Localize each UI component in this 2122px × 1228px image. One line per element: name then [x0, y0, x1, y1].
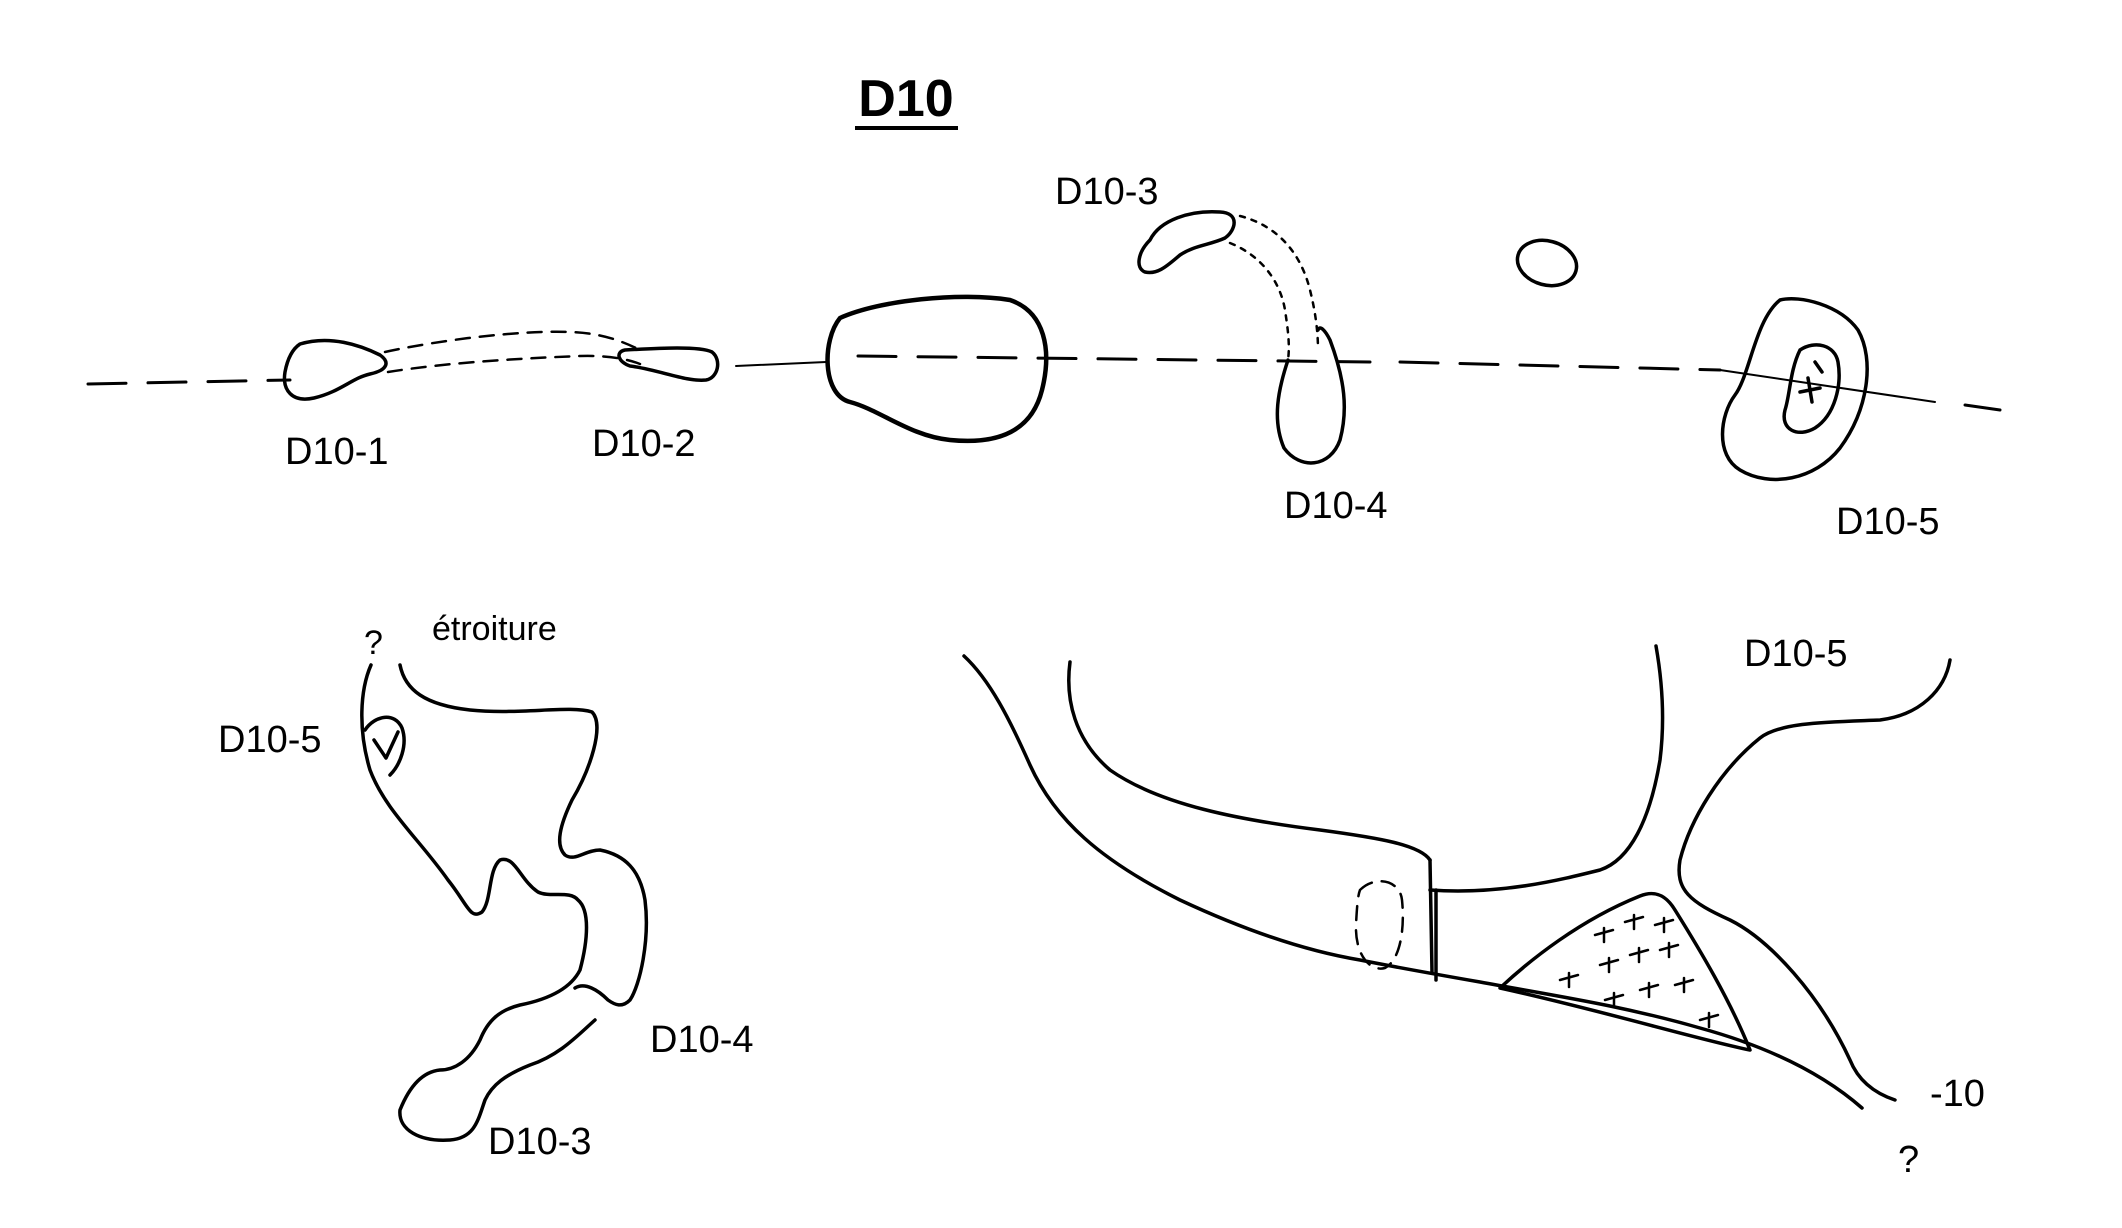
- profile-right-wall: [398, 663, 649, 1007]
- label-depth: -10: [1930, 1073, 1985, 1115]
- passage-d10-1-to-d10-2-lower: [386, 354, 642, 374]
- d10-5-pocket: [363, 715, 406, 777]
- survey-axis-end: [1963, 403, 2002, 412]
- small-oval-chamber: [1515, 238, 1579, 288]
- label-left-d10-4: D10-4: [650, 1019, 754, 1061]
- constriction-line-1: [1428, 858, 1434, 974]
- label-narrowing: étroiture: [432, 610, 557, 648]
- survey-axis: [86, 378, 292, 386]
- section-upper-arc: [1428, 644, 1665, 893]
- d10-5-inner-mark: [1798, 360, 1824, 404]
- right-section-view: D10-5 -10 ?: [962, 633, 1985, 1181]
- passage-d10-3-to-d10-4-inner: [1228, 241, 1291, 362]
- chamber-d10-5-inner: [1782, 343, 1841, 434]
- left-profile: ? étroiture D10-5 D10-4 D10-3: [218, 610, 754, 1163]
- chamber-d10-4: [1275, 326, 1347, 465]
- profile-left-wall: [360, 663, 597, 1142]
- left-question-mark: ?: [364, 624, 383, 662]
- section-d10-5-shaft: [1677, 658, 1952, 1102]
- chamber-d10-2: [617, 346, 720, 382]
- label-d10-4: D10-4: [1284, 485, 1388, 527]
- label-d10-3: D10-3: [1055, 171, 1159, 213]
- section-outer-wall: [962, 654, 1864, 1110]
- section-inner-curve: [1067, 660, 1432, 862]
- survey-axis-right-thin: [1719, 369, 1936, 403]
- label-d10-2: D10-2: [592, 423, 696, 465]
- chamber-d10-5-outer: [1720, 297, 1869, 482]
- label-left-d10-5: D10-5: [218, 719, 322, 761]
- label-d10-5: D10-5: [1836, 501, 1940, 543]
- dashed-boulder: [1354, 880, 1405, 970]
- chamber-d10-1: [282, 338, 388, 401]
- chamber-d10-3-top: [1137, 210, 1236, 275]
- survey-axis-mid: [856, 354, 1372, 364]
- hatch-marks: [1558, 913, 1720, 1029]
- passage-d10-3-to-d10-4-outer: [1238, 214, 1320, 352]
- label-d10-1: D10-1: [285, 431, 389, 473]
- large-chamber: [825, 294, 1049, 444]
- plan-view: D10-1 D10-2 D10-3 D10-4 D10-5: [86, 171, 2002, 543]
- survey-axis-link-1: [735, 361, 827, 367]
- d10-5-v-mark: [372, 730, 400, 760]
- label-section-d10-5: D10-5: [1744, 633, 1848, 675]
- label-left-d10-3: D10-3: [488, 1121, 592, 1163]
- page-title: D10: [858, 70, 953, 128]
- hatched-deposit: [1498, 891, 1752, 1052]
- survey-axis-right: [1398, 360, 1722, 372]
- right-question-mark: ?: [1898, 1139, 1919, 1181]
- passage-d10-1-to-d10-2-upper: [383, 330, 642, 354]
